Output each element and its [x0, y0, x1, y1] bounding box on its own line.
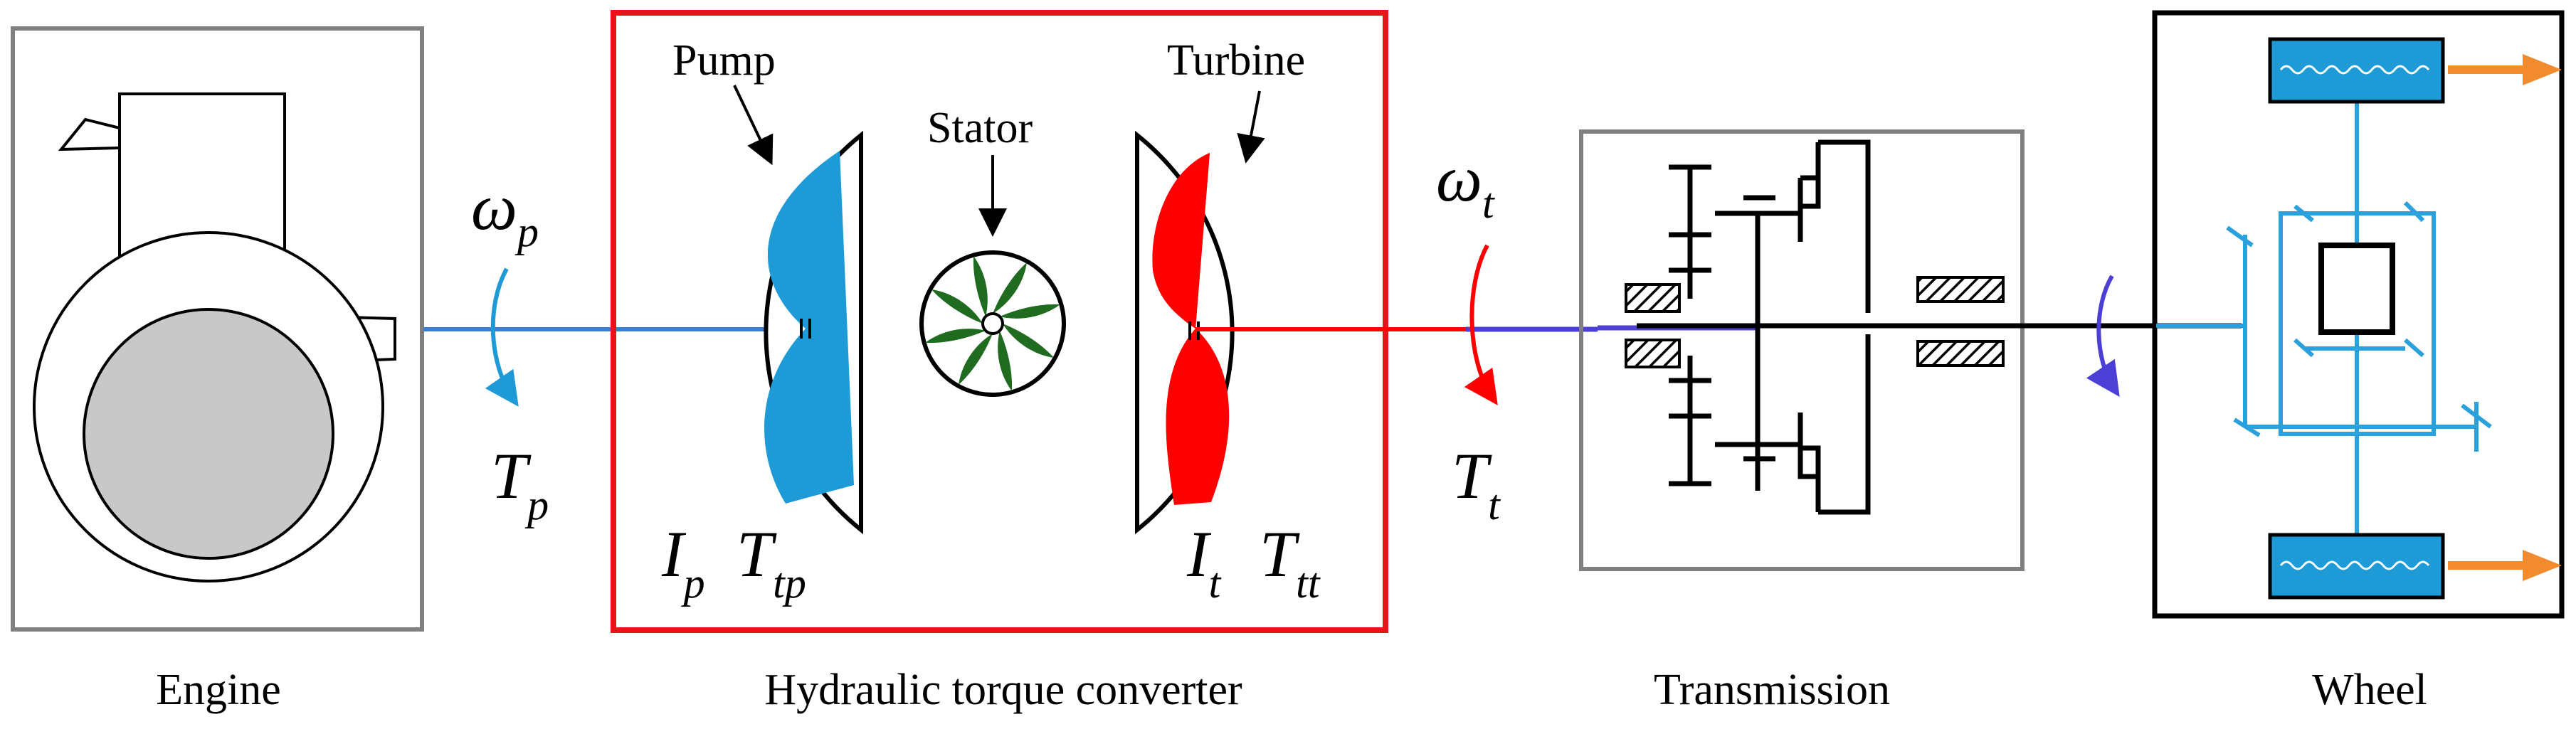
stator-blade — [998, 330, 1013, 391]
diff-tick-7 — [2404, 338, 2424, 358]
stator — [919, 155, 1066, 397]
transmission-caption: Transmission — [1654, 666, 1890, 714]
tire-top — [2268, 37, 2445, 104]
pump — [764, 130, 863, 535]
stator-blade — [993, 262, 1027, 314]
I-t-symbol: It — [1186, 518, 1222, 607]
diff-tick-4 — [2403, 201, 2425, 223]
stator-blade — [1003, 324, 1054, 358]
pump-label: Pump — [672, 36, 776, 85]
engine-disc — [83, 308, 334, 560]
engine-body — [118, 92, 286, 260]
wheel-force-arrowhead-bottom — [2523, 550, 2562, 581]
gear-bottom-8 — [1800, 445, 1821, 512]
diff-tick-6 — [2293, 338, 2314, 358]
engine-block — [11, 26, 424, 632]
stator-blade — [925, 329, 986, 344]
stator-blades — [925, 256, 1060, 391]
stator-blade — [931, 289, 983, 324]
stator-blade — [959, 334, 993, 385]
gear-top-8 — [1800, 142, 1821, 209]
converter-frame — [611, 10, 1388, 633]
diff-tick-2 — [2233, 417, 2261, 437]
diff-tick-3 — [2461, 403, 2492, 429]
gear-top-7 — [1818, 139, 1871, 313]
stator-hub — [981, 312, 1004, 335]
wheel-assembly — [2152, 10, 2565, 619]
transmission — [1579, 129, 2149, 571]
wheel-box — [2152, 10, 2565, 619]
pump-pointer-arrow — [733, 85, 774, 166]
diff-tick-1 — [2226, 225, 2254, 248]
wheel-caption: Wheel — [2312, 666, 2427, 714]
bearing-left-bottom — [1625, 339, 1681, 368]
omega-p-symbol: ωp — [471, 171, 539, 255]
differential-core — [2318, 243, 2395, 335]
gear-top-6 — [1798, 175, 1818, 242]
gear-bottom-7 — [1818, 334, 1871, 515]
output-rotation-arrow — [2086, 275, 2120, 397]
turbine-blade-fill — [1156, 153, 1230, 505]
I-p-symbol: Ip — [661, 518, 705, 607]
T-t-symbol: Tt — [1452, 440, 1501, 528]
stator-blade — [973, 256, 988, 317]
omega-t-symbol: ωt — [1436, 142, 1495, 227]
turbine-pointer-arrow — [1237, 90, 1265, 164]
wheel-force-arrowhead-top — [2523, 54, 2562, 85]
tire-bottom-tread — [2279, 560, 2430, 570]
T-p-symbol: Tp — [491, 440, 549, 528]
diff-tick-5 — [2293, 204, 2314, 223]
engine-air-intake — [58, 117, 120, 151]
tire-top-tread — [2279, 65, 2430, 75]
bearing-right-bottom — [1916, 340, 2005, 367]
tire-bottom — [2268, 533, 2445, 600]
stator-blade — [999, 304, 1060, 319]
bearing-left-top — [1625, 283, 1681, 313]
T-tp-symbol: Ttp — [737, 518, 806, 607]
turbine — [1135, 130, 1235, 535]
gear-bottom-1 — [1669, 356, 1711, 486]
converter-caption: Hydraulic torque converter — [764, 666, 1242, 714]
engine-caption: Engine — [156, 666, 281, 714]
omega-t-rotation-arrow — [1464, 244, 1498, 405]
T-tt-symbol: Ttt — [1260, 518, 1321, 607]
transmission-box — [1579, 129, 2025, 571]
omega-p-rotation-arrow — [485, 267, 519, 407]
bearing-right-top — [1916, 276, 2005, 303]
stator-label: Stator — [927, 104, 1033, 152]
gear-bottom-6 — [1798, 413, 1818, 479]
turbine-label: Turbine — [1167, 36, 1305, 85]
torque-converter — [611, 10, 1466, 633]
